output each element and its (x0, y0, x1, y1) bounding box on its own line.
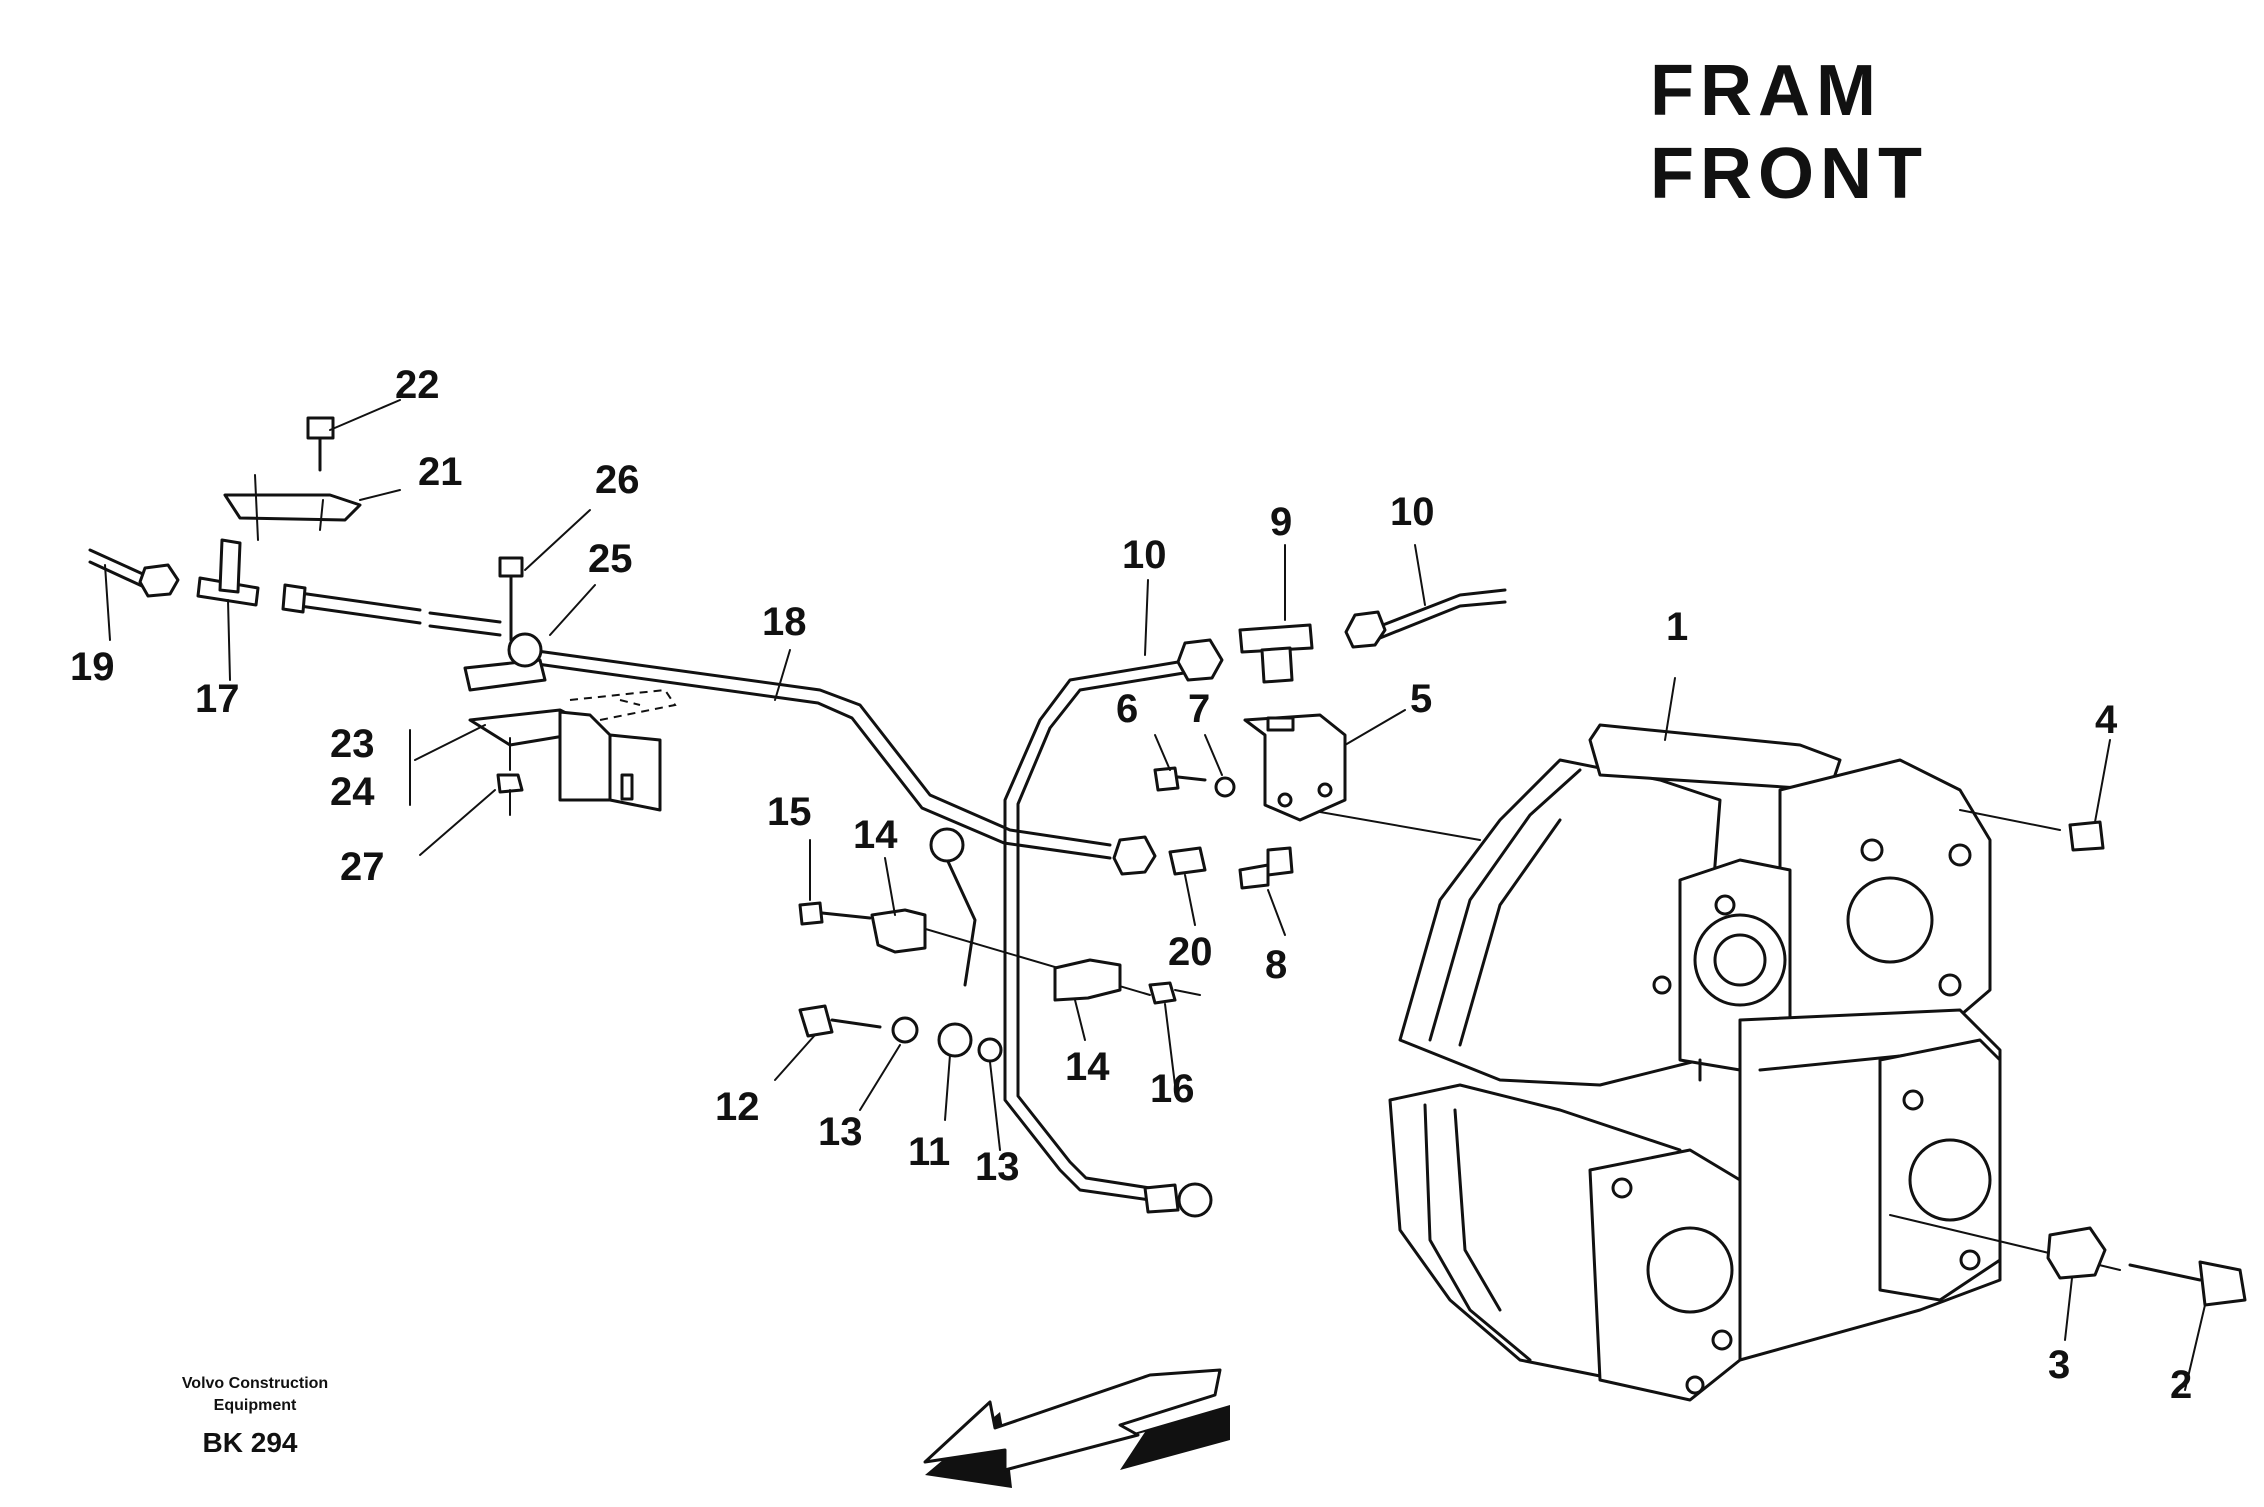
callout-19: 19 (70, 645, 115, 689)
callout-21: 21 (418, 450, 463, 494)
title-line-fram: FRAM (1650, 51, 1882, 131)
callout-13-left: 13 (818, 1110, 863, 1154)
bolt-22 (306, 416, 335, 440)
sleeve-3 (2046, 1226, 2107, 1280)
bolt-2 (2198, 1260, 2247, 1307)
callout-7: 7 (1188, 687, 1210, 731)
nut-27 (496, 773, 524, 794)
callout-25: 25 (588, 537, 633, 581)
callout-10-left: 10 (1122, 533, 1167, 577)
banjo-11 (937, 1022, 973, 1058)
front-direction-arrow-icon (923, 1368, 1230, 1488)
callout-1: 1 (1666, 605, 1688, 649)
bracket-21 (223, 493, 362, 522)
callout-11: 11 (908, 1130, 950, 1174)
banjo-11-top (929, 827, 965, 863)
callout-16: 16 (1150, 1067, 1195, 1111)
bolt-15 (798, 901, 824, 926)
bolt-6 (1153, 766, 1180, 792)
callout-9: 9 (1270, 500, 1292, 544)
washer-7 (1214, 776, 1236, 798)
washer-13-right (977, 1037, 1003, 1063)
callout-15: 15 (767, 790, 812, 834)
clamp-14-left (870, 908, 927, 954)
callout-6: 6 (1116, 687, 1138, 731)
callout-4: 4 (2095, 698, 2118, 742)
nut-10 (1176, 638, 1224, 682)
callout-17: 17 (195, 677, 240, 721)
callout-5: 5 (1410, 677, 1432, 721)
leader-lines (104, 399, 2206, 1391)
callout-18: 18 (762, 600, 807, 644)
bracket-5 (1243, 713, 1347, 822)
elbow-8 (1238, 863, 1270, 890)
bolt-4 (2068, 820, 2105, 852)
callout-3: 3 (2048, 1343, 2070, 1387)
tee-9 (1238, 623, 1314, 654)
title-line-front: FRONT (1650, 134, 1928, 214)
nut-20-left (1112, 835, 1157, 876)
bolt-12 (798, 1004, 834, 1038)
callout-24: 24 (330, 770, 375, 814)
callout-13-right: 13 (975, 1145, 1020, 1189)
callout-10-right: 10 (1390, 490, 1435, 534)
clamp-14-right (1053, 958, 1122, 1002)
callout-26: 26 (595, 458, 640, 502)
callout-8: 8 (1265, 943, 1287, 987)
drawing-code: BK 294 (203, 1427, 298, 1458)
union-20 (1168, 846, 1207, 876)
callout-23: 23 (330, 722, 375, 766)
callout-labels: 1 2 3 4 5 6 7 8 9 10 10 11 12 13 13 14 1… (70, 363, 2192, 1407)
nut-16 (1148, 981, 1177, 1005)
credit-company-line2: Equipment (214, 1397, 297, 1414)
washer-13-left (891, 1016, 919, 1044)
callout-12: 12 (715, 1085, 760, 1129)
brake-caliper-assembly (1388, 723, 2002, 1402)
callout-14-bottom: 14 (1065, 1045, 1110, 1089)
bolt-26 (498, 556, 524, 578)
small-parts (138, 416, 2247, 1307)
callout-14-top: 14 (853, 813, 898, 857)
credit-company: Volvo Construction (182, 1375, 328, 1392)
nut-19 (138, 563, 180, 598)
pipe-19 (88, 548, 147, 577)
callout-27: 27 (340, 845, 385, 889)
callout-22: 22 (395, 363, 440, 407)
callout-2: 2 (2170, 1363, 2192, 1407)
callout-20: 20 (1168, 930, 1213, 974)
publisher-credit: Volvo Construction Equipment BK 294 (182, 1375, 328, 1458)
